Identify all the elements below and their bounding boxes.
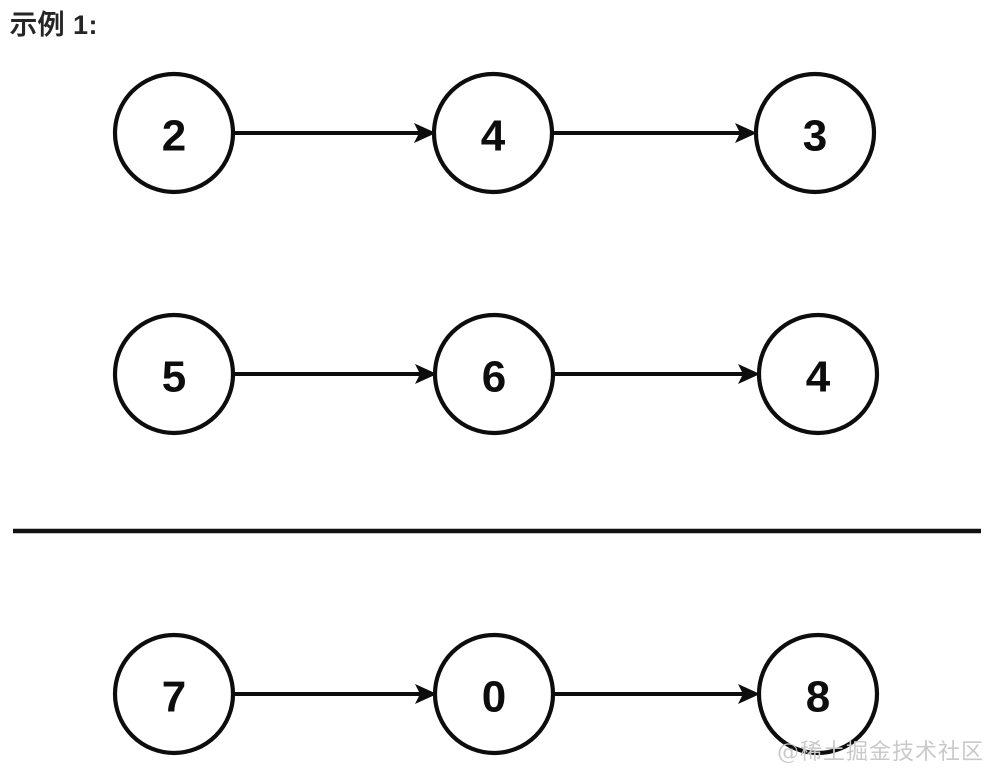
node-label: 0 — [482, 673, 506, 722]
diagram-row-1: 2 4 3 — [112, 71, 877, 195]
diagram-row-3: 7 0 8 — [112, 632, 880, 756]
node-label: 6 — [482, 353, 506, 402]
arrowhead-5-to-6 — [415, 364, 437, 384]
node-circle — [432, 312, 556, 436]
node-label: 2 — [162, 112, 186, 161]
node-row2-2[interactable]: 4 — [756, 312, 880, 436]
page-title: 示例 1: — [10, 10, 99, 40]
node-row3-0[interactable]: 7 — [112, 632, 236, 756]
node-label: 3 — [803, 112, 827, 161]
node-row1-0[interactable]: 2 — [112, 71, 236, 195]
arrowhead-4-to-3 — [735, 123, 757, 143]
arrowhead-2-to-4 — [414, 123, 436, 143]
node-label: 4 — [806, 353, 831, 402]
diagram-row-2: 5 6 4 — [112, 312, 880, 436]
node-label: 5 — [162, 353, 186, 402]
node-circle — [756, 632, 880, 756]
arrowhead-0-to-8 — [738, 684, 760, 704]
node-circle — [112, 71, 236, 195]
node-circle — [756, 312, 880, 436]
node-circle — [432, 632, 556, 756]
node-row3-1[interactable]: 0 — [432, 632, 556, 756]
arrowhead-7-to-0 — [415, 684, 437, 704]
node-row1-1[interactable]: 4 — [431, 71, 555, 195]
node-row3-2[interactable]: 8 — [756, 632, 880, 756]
node-circle — [112, 632, 236, 756]
node-label: 4 — [481, 112, 506, 161]
arrowhead-6-to-4 — [738, 364, 760, 384]
node-row2-0[interactable]: 5 — [112, 312, 236, 436]
node-row2-1[interactable]: 6 — [432, 312, 556, 436]
node-circle — [431, 71, 555, 195]
node-circle — [753, 71, 877, 195]
node-label: 7 — [162, 673, 186, 722]
node-label: 8 — [806, 673, 830, 722]
node-circle — [112, 312, 236, 436]
node-row1-2[interactable]: 3 — [753, 71, 877, 195]
